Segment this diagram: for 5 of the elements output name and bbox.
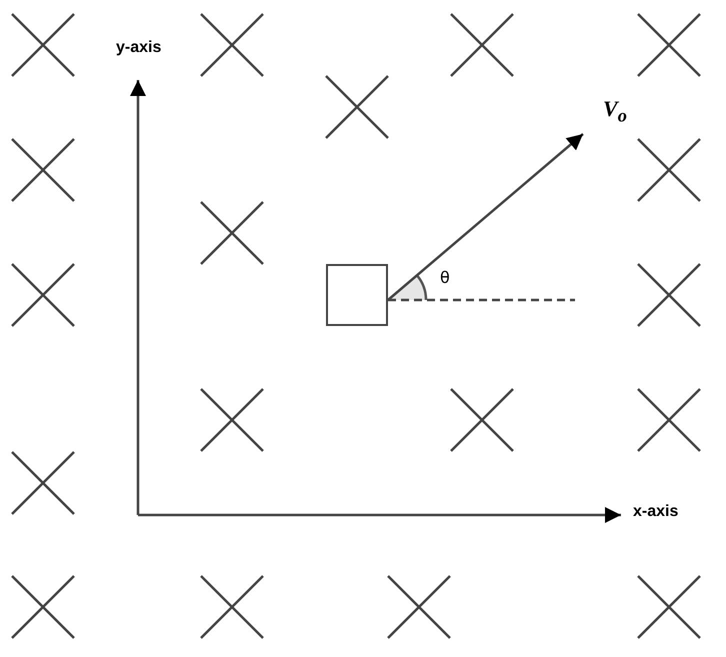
axis-label: y-axis [116,40,162,56]
block-square [326,264,388,326]
velocity-label: V$_{o}$ [603,98,627,125]
angle-label: θ [440,270,450,286]
axis-label: x-axis [633,504,678,520]
